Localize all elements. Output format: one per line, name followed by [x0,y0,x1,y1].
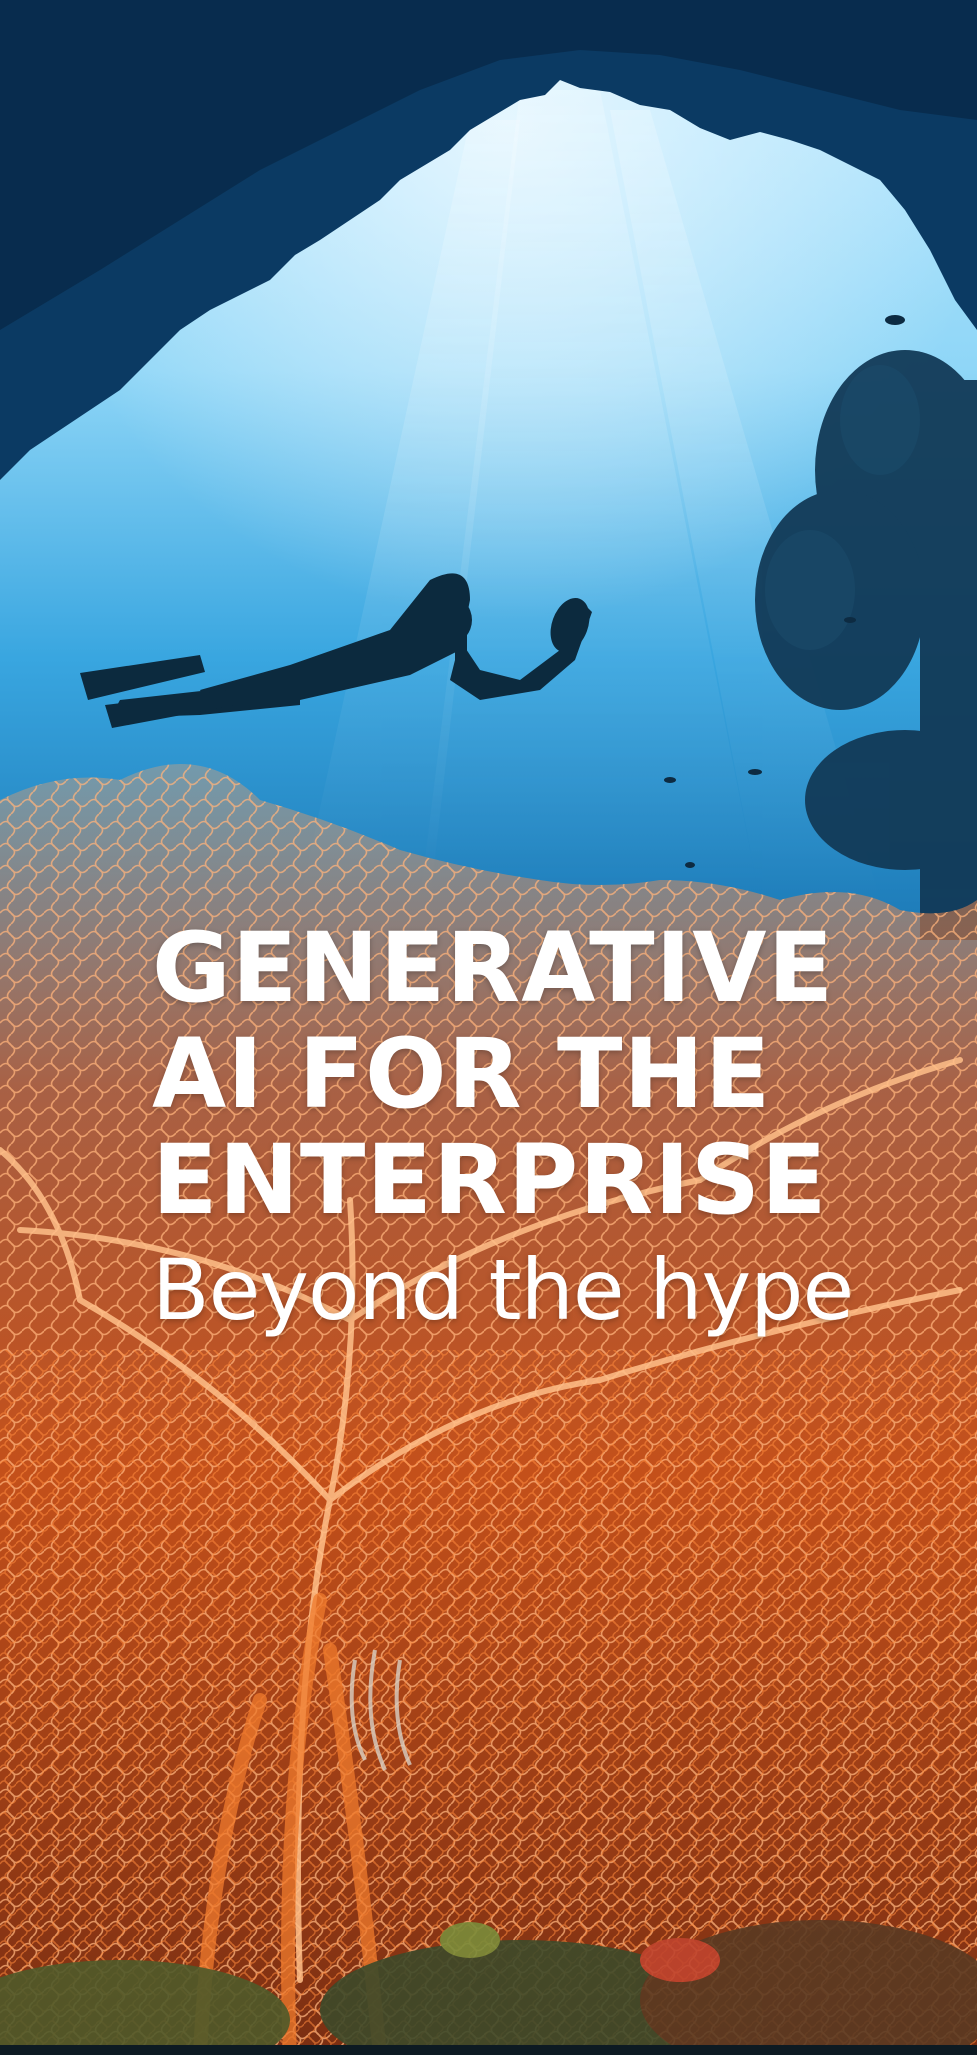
diver-silhouette [80,573,592,728]
headline-line-1: GENERATIVE [152,912,835,1024]
headline-line-2: AI FOR THE [152,1018,772,1130]
headline: GENERATIVE AI FOR THE ENTERPRISE Beyond … [152,915,872,1345]
headline-line-3: ENTERPRISE [152,1124,828,1236]
subtitle: Beyond the hype [152,1241,854,1339]
